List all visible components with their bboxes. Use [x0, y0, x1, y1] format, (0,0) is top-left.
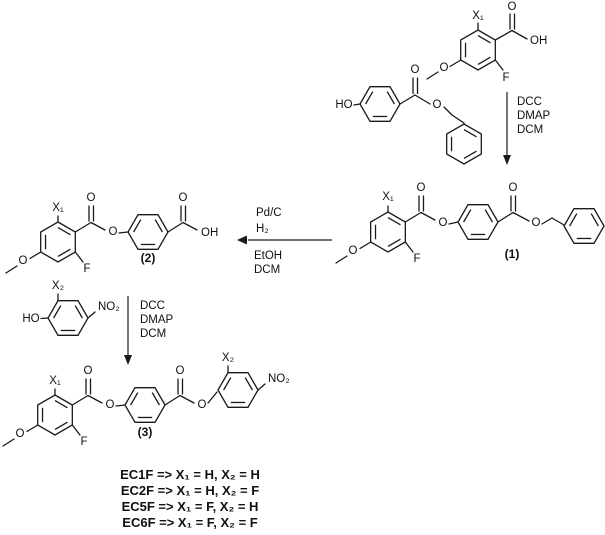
- reagent-etoh-label: EtOH: [254, 250, 282, 262]
- benzene-ring: [124, 387, 166, 423]
- legend-line-ec6f: EC6F => X₁ = F, X₂ = F: [122, 515, 257, 530]
- carbonyl-o-label: O: [176, 365, 185, 377]
- ester-o-label: O: [106, 399, 115, 411]
- arrow-left-icon: [237, 235, 247, 245]
- benzene-ring: [457, 204, 499, 240]
- benzene-ring: [127, 214, 169, 250]
- ester-o-label: O: [433, 99, 442, 111]
- nitrophenyl-ring: [217, 372, 259, 408]
- compound-3-number: (3): [138, 425, 153, 439]
- ester-o-label: O: [109, 226, 118, 238]
- reagent-dcm-label: DCM: [254, 264, 280, 276]
- benzyl-ring: [446, 123, 482, 165]
- reagent-dcm-label: DCM: [140, 328, 166, 340]
- benzene-ring: [40, 221, 76, 263]
- benzene-ring: [359, 86, 401, 122]
- reagent-dmap-label: DMAP: [140, 314, 174, 326]
- benzene-ring: [460, 29, 496, 71]
- nitro-label: NO₂: [268, 373, 290, 385]
- compound-1-number: (1): [505, 247, 520, 261]
- benzene-ring: [370, 211, 406, 253]
- fluoro-label: F: [413, 253, 420, 265]
- phenol-ho-label: HO: [335, 99, 352, 111]
- legend-line-ec5f: EC5F => X₁ = F, X₂ = H: [122, 499, 259, 514]
- x1-substituent-label: X₁: [382, 191, 394, 203]
- carbonyl-o-label: O: [417, 182, 426, 194]
- hydroxyl-label: OH: [530, 35, 547, 47]
- reagent-dcm-label: DCM: [517, 124, 543, 136]
- ester-o-label: O: [532, 217, 541, 229]
- carbonyl-o-label: O: [84, 365, 93, 377]
- reagent-pdc-label: Pd/C: [256, 207, 282, 219]
- legend-line-ec1f: EC1F => X₁ = H, X₂ = H: [120, 467, 260, 482]
- methoxy-o-label: O: [19, 255, 28, 267]
- fluoro-label: F: [80, 436, 87, 448]
- reagent-dcc-label: DCC: [140, 300, 165, 312]
- carbonyl-o-label: O: [411, 64, 420, 76]
- benzyl-ring: [563, 208, 605, 244]
- arrow-down-icon: [124, 355, 132, 365]
- fluoro-label: F: [502, 72, 509, 84]
- benzene-ring: [37, 394, 73, 436]
- benzene-ring: [47, 300, 89, 336]
- fluoro-label: F: [83, 263, 90, 275]
- nitro-label: NO₂: [98, 301, 120, 313]
- step3-arrow: DCC DMAP DCM: [124, 296, 174, 365]
- x2-substituent-label: X₂: [52, 280, 64, 292]
- carbonyl-o-label: O: [87, 192, 96, 204]
- carbonyl-o-label: O: [508, 1, 517, 13]
- legend-line-ec2f: EC2F => X₁ = H, X₂ = F: [121, 483, 259, 498]
- reagent-h2-label: H₂: [256, 223, 269, 235]
- reactant-nitrophenol: HO X₂ NO₂: [22, 280, 120, 336]
- ester-o-label: O: [439, 217, 448, 229]
- x1-substituent-label: X₁: [49, 375, 61, 387]
- ester-o-label: O: [198, 399, 207, 411]
- x1-substituent-label: X₁: [52, 202, 64, 214]
- x1-substituent-label: X₁: [472, 10, 484, 22]
- reagent-dcc-label: DCC: [517, 96, 542, 108]
- compound-2-number: (2): [141, 251, 156, 265]
- step1-arrow: DCC DMAP DCM: [503, 92, 551, 165]
- step2-arrow: Pd/C H₂ EtOH DCM: [237, 207, 332, 276]
- methoxy-o-label: O: [349, 245, 358, 257]
- phenol-ho-label: HO: [22, 313, 39, 325]
- compound-2-structure: X₁ O O F O O OH (2): [5, 192, 218, 275]
- carbonyl-o-label: O: [179, 192, 188, 204]
- compound-3-structure: X₁ O O F O O O X₂ NO₂ (3): [2, 352, 290, 448]
- x2-substituent-label: X₂: [222, 352, 234, 364]
- hydroxyl-label: OH: [201, 227, 218, 239]
- reagent-dmap-label: DMAP: [517, 110, 551, 122]
- reactant-benzoic-acid: X₁ O OH F O: [426, 1, 547, 84]
- compound-1-structure: X₁ O O F O O O (1): [335, 182, 605, 265]
- methoxy-o-label: O: [440, 62, 449, 74]
- reactant-benzyl-hydroxybenzoate: HO O O: [335, 64, 482, 165]
- carbonyl-o-label: O: [509, 182, 518, 194]
- legend: EC1F => X₁ = H, X₂ = H EC2F => X₁ = H, X…: [120, 467, 260, 530]
- arrow-down-icon: [503, 155, 511, 165]
- methoxy-o-label: O: [16, 428, 25, 440]
